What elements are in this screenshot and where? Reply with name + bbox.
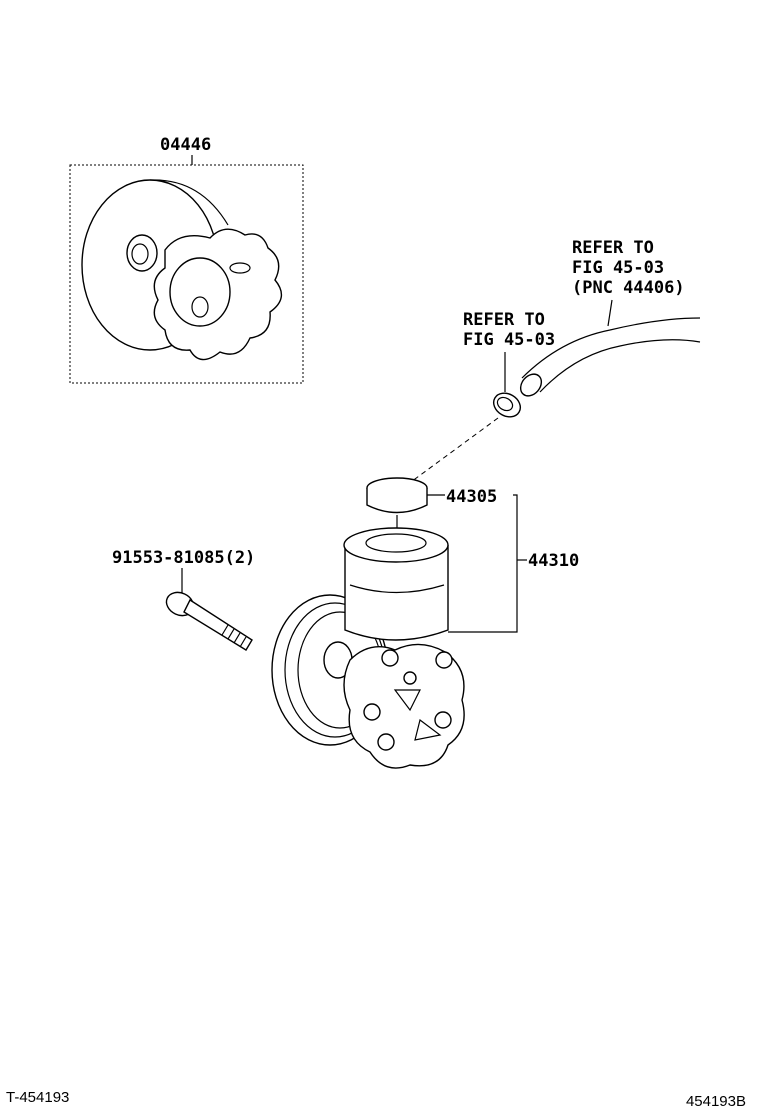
pump-leader <box>448 494 518 633</box>
pump-bolt-3 <box>363 703 381 721</box>
pump-bolt-2 <box>435 651 453 669</box>
assembly-dashed-line <box>399 417 499 491</box>
seal-kit-group: 04446 <box>69 135 304 384</box>
pump-cover-rib1 <box>393 689 421 712</box>
hose-clamp-inner <box>496 396 514 412</box>
clamp-ref-line2: FIG 45-03 <box>463 330 555 350</box>
clamp-ref-line1: REFER TO <box>463 310 545 330</box>
oring-hole <box>191 296 209 318</box>
pump-bolt-4 <box>434 711 452 729</box>
reservoir-cap-body <box>366 488 428 514</box>
part-label-pump: 44310 <box>528 551 579 571</box>
reservoir-rim-inner <box>365 533 427 553</box>
hose-leader <box>607 299 613 327</box>
pump-bolt-1 <box>381 649 399 667</box>
figure-id: 454193B <box>685 1093 746 1110</box>
hose-clamp-group: REFER TO FIG 45-03 <box>399 310 555 491</box>
reservoir-cap-group: 44305 <box>366 477 497 538</box>
part-label-cap: 44305 <box>446 487 497 507</box>
hose-ref-line1: REFER TO <box>572 238 654 258</box>
seal-kit-box <box>69 164 304 384</box>
gasket-slot <box>229 262 251 274</box>
bolt-thread <box>221 624 247 648</box>
hose-end <box>519 373 543 397</box>
bolt-shank <box>183 598 253 651</box>
part-label-bolt: 91553-81085(2) <box>112 548 255 568</box>
document-id: T-454193 <box>6 1089 70 1106</box>
pump-cover-rib2 <box>414 718 442 741</box>
pump-body <box>343 643 465 769</box>
return-hose <box>521 317 701 393</box>
oring-large <box>169 257 231 327</box>
reservoir-rim <box>343 527 449 563</box>
return-hose-group: REFER TO FIG 45-03 (PNC 44406) <box>519 238 701 397</box>
pump-bolt-6 <box>403 671 417 685</box>
small-seal-ring-inner <box>131 243 149 265</box>
seal-disk-rim <box>149 179 229 226</box>
pump-bolt-5 <box>377 733 395 751</box>
hose-clamp <box>492 392 522 418</box>
hose-ref-line2: FIG 45-03 <box>572 258 664 278</box>
part-label-seal-kit: 04446 <box>160 135 211 155</box>
hose-ref-line3: (PNC 44406) <box>572 278 685 298</box>
pump-assembly-group: 44310 <box>271 494 579 769</box>
bolt-group: 91553-81085(2) <box>112 548 255 651</box>
reservoir-band <box>349 584 445 594</box>
